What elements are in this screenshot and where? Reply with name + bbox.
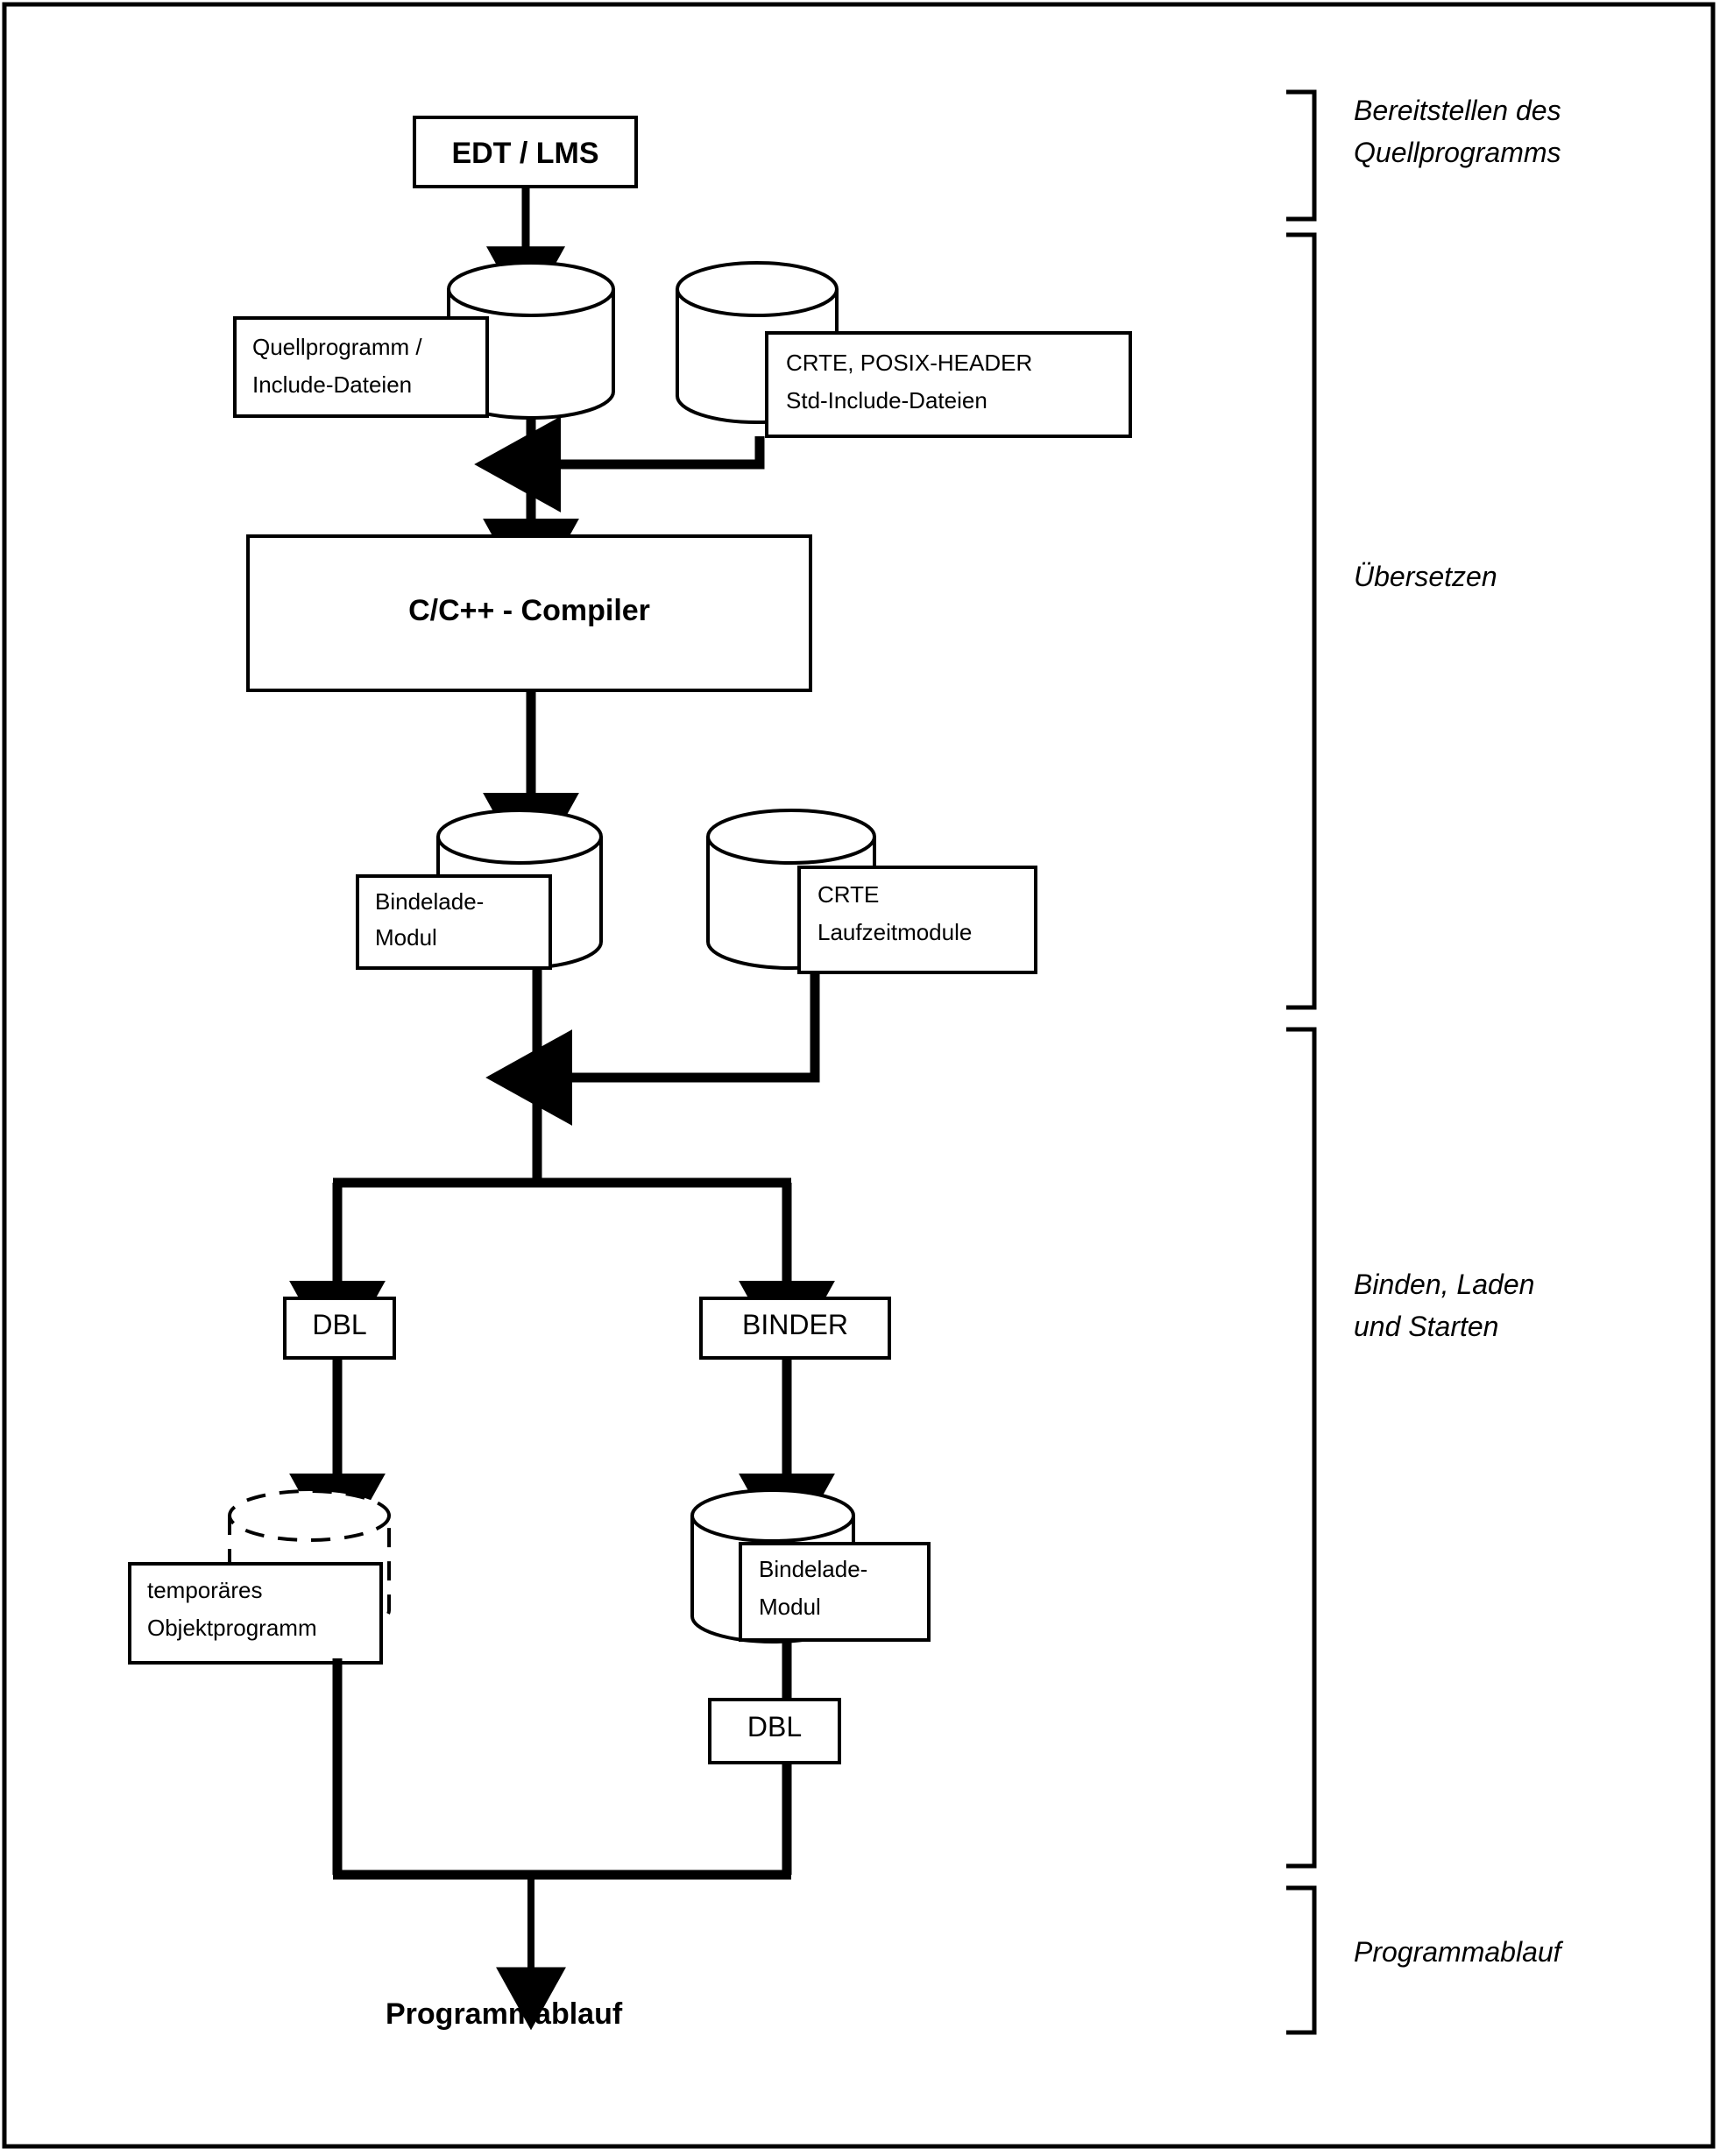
- node-quellprogramm-label-box[interactable]: [233, 316, 489, 418]
- bracket-phase-uebersetzen: [1286, 232, 1317, 1010]
- node-crte-laufzeit-label-box[interactable]: [797, 866, 1037, 974]
- edge-laufzeit-merge-elbow: [485, 972, 820, 1126]
- node-binder-box[interactable]: [699, 1297, 891, 1360]
- edge-crte-merge-elbow: [474, 416, 765, 512]
- node-dbl-left-box[interactable]: [283, 1297, 396, 1360]
- bracket-phase-programmablauf: [1286, 1885, 1317, 2035]
- node-dbl-right-box[interactable]: [708, 1698, 841, 1764]
- node-compiler-box[interactable]: [246, 534, 812, 692]
- bracket-phase-binden-laden-starten: [1286, 1027, 1317, 1869]
- node-bindelade-label-box[interactable]: [356, 874, 552, 970]
- node-temp-objektprogramm-label-box[interactable]: [128, 1562, 383, 1665]
- node-crte-posix-label-box[interactable]: [765, 331, 1132, 438]
- bracket-phase-bereitstellen: [1286, 89, 1317, 222]
- cylinder-quellprogramm: [447, 261, 615, 420]
- node-edt-lms-box[interactable]: [413, 116, 638, 188]
- node-bindelade2-label-box[interactable]: [739, 1542, 931, 1642]
